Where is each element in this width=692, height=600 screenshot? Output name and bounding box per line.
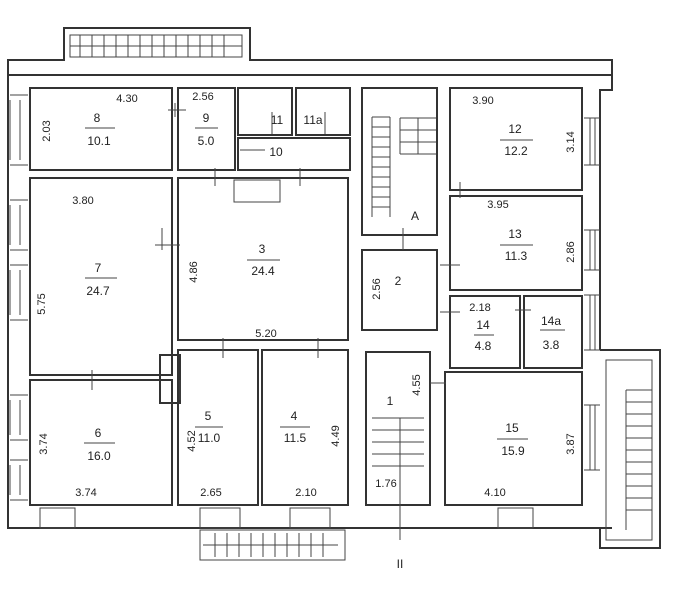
- dimension: 5.75: [36, 293, 48, 314]
- room-number: 7: [95, 261, 102, 275]
- dimension: 2.65: [200, 487, 221, 499]
- top-stair: [69, 34, 243, 58]
- dimension: 3.87: [565, 433, 577, 454]
- room-number: 11a: [303, 113, 322, 127]
- room-area: 16.0: [87, 449, 111, 463]
- right-windows: [584, 117, 600, 471]
- room-area: 11.0: [198, 431, 221, 445]
- room-number: 14a: [541, 314, 561, 328]
- room-6: [29, 379, 173, 506]
- room-2: [361, 249, 438, 331]
- room-11a: [295, 87, 351, 136]
- dimension-labels: 4.30 2.03 2.56 3.80 5.75 5.20 4.86 3.74 …: [36, 91, 577, 499]
- room-number: 12: [508, 122, 522, 136]
- room-number: 9: [203, 111, 210, 125]
- room-4: [261, 349, 349, 506]
- room-number: 15: [505, 421, 519, 435]
- room-7: [29, 177, 173, 376]
- room-number: 5: [205, 409, 212, 423]
- dimension: 4.52: [186, 430, 198, 451]
- room-area: 5.0: [198, 134, 215, 148]
- room-8: [29, 87, 173, 171]
- room-area: 10.1: [87, 134, 111, 148]
- dimension: 2.03: [41, 120, 53, 141]
- room-area: 24.4: [251, 264, 275, 278]
- dimension: 4.49: [330, 425, 342, 446]
- room-13: [449, 195, 583, 291]
- dimension: 2.18: [469, 302, 490, 314]
- room-number: 13: [508, 227, 522, 241]
- dimension: 3.95: [487, 199, 508, 211]
- room-number: 14: [476, 318, 490, 332]
- rooms: [29, 87, 583, 528]
- dimension: 3.74: [38, 433, 50, 454]
- left-windows: [9, 94, 28, 501]
- bottom-stair: [39, 507, 534, 561]
- doors: [91, 103, 531, 540]
- dimension: 4.30: [116, 93, 137, 105]
- room-area: 15.9: [501, 444, 525, 458]
- dimension: 1.76: [375, 478, 396, 490]
- room-number: 10: [269, 145, 283, 159]
- entrance-label: II: [397, 557, 404, 571]
- room-area: 4.8: [475, 339, 492, 353]
- room-number: 2: [395, 274, 402, 288]
- room-11: [237, 87, 293, 136]
- room-number: 8: [94, 111, 101, 125]
- room-labels: 8 10.1 9 5.0 11 11a 10 7 24.7 3 24.4 A 2…: [84, 111, 565, 571]
- room-12: [449, 87, 583, 191]
- room-number: 1: [387, 394, 394, 408]
- dimension: 3.90: [472, 95, 493, 107]
- dimension: 2.56: [371, 278, 383, 299]
- room-14: [449, 295, 521, 369]
- dimension: 4.10: [484, 487, 505, 499]
- room-area: 3.8: [543, 338, 560, 352]
- room-area: 11.3: [505, 249, 528, 263]
- dimension: 5.20: [255, 328, 276, 340]
- room-area: 12.2: [504, 144, 528, 158]
- stair-a: [361, 87, 438, 236]
- right-stair: [605, 359, 653, 541]
- room-1: [365, 351, 431, 506]
- dimension: 3.74: [75, 487, 96, 499]
- room-number: 11: [271, 113, 284, 127]
- room-15: [444, 371, 583, 506]
- dimension: 3.14: [565, 131, 577, 152]
- room-area: 11.5: [284, 431, 307, 445]
- room-9: [177, 87, 236, 171]
- room-number: 6: [95, 426, 102, 440]
- column: [159, 354, 181, 404]
- room-10: [237, 137, 351, 171]
- room-3: [177, 177, 349, 341]
- room-5: [177, 349, 259, 506]
- stair-label: A: [411, 209, 419, 223]
- room-number: 3: [259, 242, 266, 256]
- room-14a: [523, 295, 583, 369]
- room-area: 24.7: [86, 284, 110, 298]
- dimension: 4.55: [411, 374, 423, 395]
- building-outline: [7, 27, 661, 549]
- dimension: 2.10: [295, 487, 316, 499]
- dimension: 2.86: [565, 241, 577, 262]
- room-number: 4: [291, 409, 298, 423]
- dimension: 4.86: [188, 261, 200, 282]
- dimension: 3.80: [72, 195, 93, 207]
- dimension: 2.56: [192, 91, 213, 103]
